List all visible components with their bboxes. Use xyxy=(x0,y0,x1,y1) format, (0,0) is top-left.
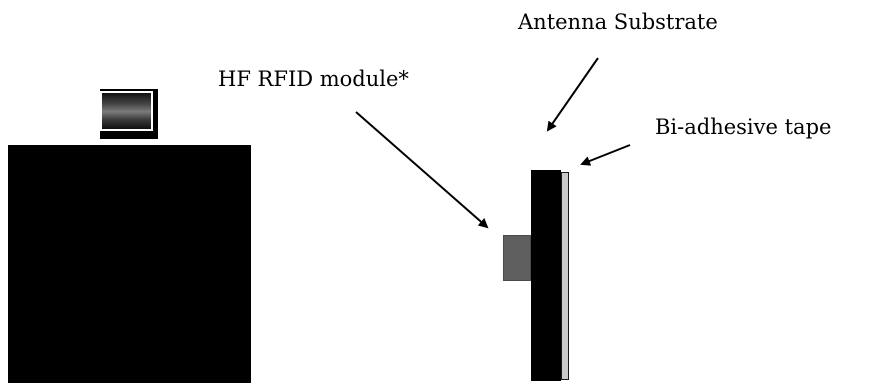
side-rfid-module xyxy=(503,235,531,281)
hf-rfid-module-arrow xyxy=(355,111,489,229)
bi-adhesive-tape-arrow xyxy=(580,144,631,166)
antenna-substrate xyxy=(531,170,561,381)
bi-adhesive-tape-label: Bi-adhesive tape xyxy=(655,115,832,139)
front-view-tag xyxy=(8,145,251,383)
front-rfid-module xyxy=(100,91,153,131)
bi-adhesive-tape xyxy=(561,172,569,380)
antenna-substrate-arrow xyxy=(546,57,599,132)
hf-rfid-module-label: HF RFID module* xyxy=(218,67,409,91)
antenna-substrate-label: Antenna Substrate xyxy=(518,10,718,34)
